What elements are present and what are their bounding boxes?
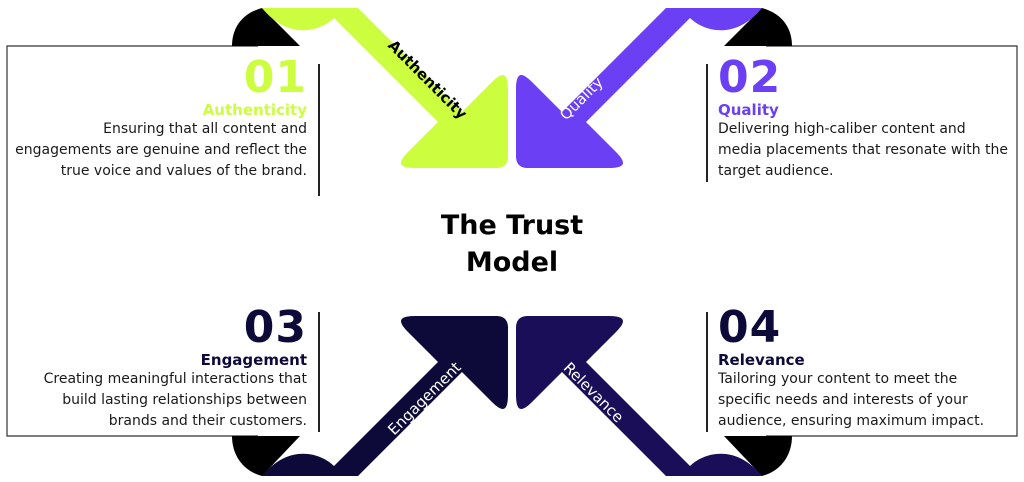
quality-arrow bbox=[516, 8, 762, 168]
item-number: 04 bbox=[718, 302, 782, 353]
item-title: Quality bbox=[718, 101, 779, 119]
item-number: 01 bbox=[243, 52, 307, 103]
divider-03 bbox=[318, 312, 320, 432]
item-relevance: 04 Relevance Tailoring your content to m… bbox=[718, 306, 1010, 432]
item-title: Authenticity bbox=[202, 101, 307, 119]
item-description: Tailoring your content to meet the speci… bbox=[718, 371, 985, 429]
item-number: 02 bbox=[718, 52, 782, 103]
item-title: Engagement bbox=[200, 351, 307, 369]
center-title: The Trust Model bbox=[440, 210, 584, 278]
item-description: Ensuring that all content and engagement… bbox=[15, 121, 307, 179]
item-title: Relevance bbox=[718, 351, 805, 369]
divider-04 bbox=[706, 312, 708, 432]
divider-01 bbox=[318, 64, 320, 196]
item-number: 03 bbox=[243, 302, 307, 353]
item-quality: 02 Quality Delivering high-caliber conte… bbox=[718, 56, 1010, 182]
engagement-arrow bbox=[262, 316, 508, 476]
item-description: Delivering high-caliber content and medi… bbox=[718, 121, 1009, 179]
item-authenticity: 01 Authenticity Ensuring that all conten… bbox=[12, 56, 307, 182]
outer-frame bbox=[6, 45, 1018, 437]
engagement-arrow-label: Engagement bbox=[384, 358, 464, 438]
divider-02 bbox=[706, 64, 708, 182]
arrow-shadows bbox=[232, 8, 792, 476]
authenticity-arrow bbox=[262, 8, 508, 168]
relevance-arrow-label: Relevance bbox=[560, 359, 627, 426]
relevance-arrow bbox=[516, 316, 762, 476]
item-engagement: 03 Engagement Creating meaningful intera… bbox=[12, 306, 307, 432]
item-description: Creating meaningful interactions that bu… bbox=[43, 371, 307, 429]
